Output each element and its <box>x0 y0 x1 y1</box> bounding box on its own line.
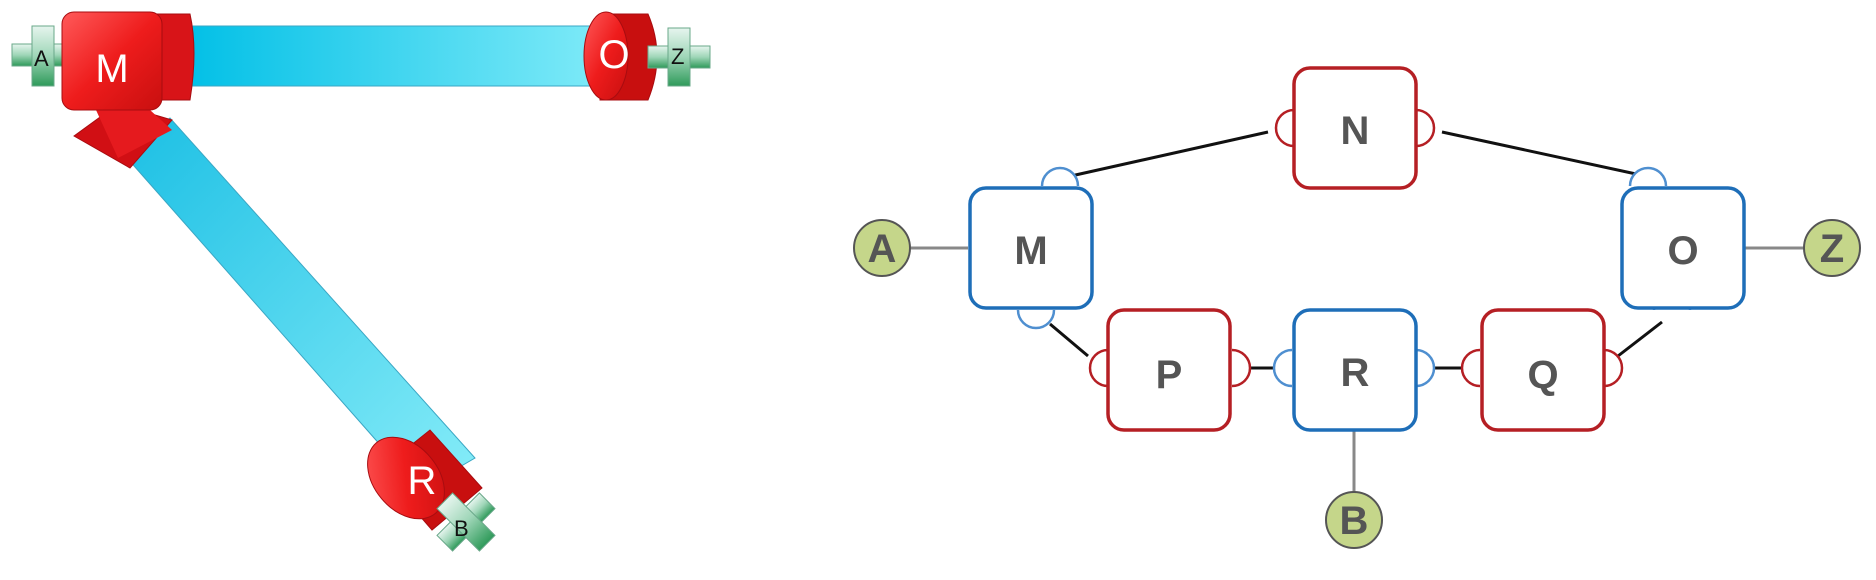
right-schematic-diagram: N M O P R Q A <box>853 66 1861 549</box>
left-node-m: M <box>61 11 195 169</box>
link-n-o <box>1441 130 1665 182</box>
link-q-o <box>1617 320 1663 358</box>
plug-z: Z <box>647 27 711 87</box>
plug-a-label: A <box>34 46 49 71</box>
endpoint-a-label: A <box>868 227 897 271</box>
tube-m-o <box>179 25 601 87</box>
plug-z-label: Z <box>671 44 684 69</box>
port-q-left <box>1460 348 1481 388</box>
node-r: R <box>1292 308 1418 432</box>
left-node-m-label: M <box>95 47 128 91</box>
node-m: M <box>968 186 1094 310</box>
port-n-right <box>1415 108 1436 148</box>
port-r-left <box>1272 348 1293 388</box>
node-o-label: O <box>1667 229 1698 273</box>
left-node-r-label: R <box>408 459 437 503</box>
endpoint-z: Z <box>1803 219 1861 277</box>
port-r-right <box>1415 348 1436 388</box>
endpoint-b: B <box>1325 491 1383 549</box>
node-n-label: N <box>1341 109 1370 153</box>
port-p-left <box>1088 348 1109 388</box>
left-3d-diagram: A M O Z R <box>11 11 711 552</box>
node-p: P <box>1106 308 1232 432</box>
link-m-n <box>1061 130 1269 180</box>
node-p-label: P <box>1156 353 1183 397</box>
plug-b-label: B <box>454 516 469 541</box>
node-r-label: R <box>1341 351 1370 395</box>
endpoint-z-label: Z <box>1820 227 1844 271</box>
plug-b <box>436 492 496 552</box>
endpoint-b-label: B <box>1340 499 1369 543</box>
port-m-top <box>1040 166 1080 187</box>
link-m-p <box>1049 322 1089 358</box>
plug-a: A <box>11 25 77 87</box>
port-o-top <box>1628 166 1668 187</box>
node-q-label: Q <box>1527 353 1558 397</box>
endpoint-a: A <box>853 219 911 277</box>
left-node-o: O <box>583 11 658 101</box>
tube-m-r <box>119 117 476 491</box>
left-node-o-label: O <box>598 33 629 77</box>
port-n-left <box>1274 108 1295 148</box>
port-m-bottom <box>1016 309 1056 330</box>
port-q-right <box>1603 348 1624 388</box>
node-o: O <box>1620 186 1746 310</box>
node-q: Q <box>1480 308 1606 432</box>
node-n: N <box>1292 66 1418 190</box>
node-m-label: M <box>1014 229 1047 273</box>
port-p-right <box>1231 348 1252 388</box>
